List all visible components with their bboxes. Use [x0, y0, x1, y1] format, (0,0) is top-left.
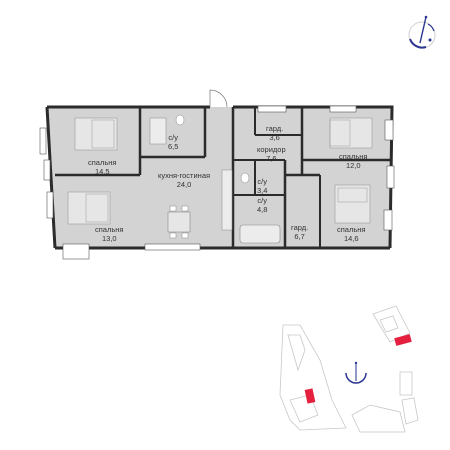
selected-building-marker [304, 388, 316, 404]
room-label-bedroom-3: спальня 12,0 [339, 152, 367, 170]
room-label-bedroom-4: спальня 14,6 [337, 225, 365, 243]
room-area: 14,6 [343, 234, 359, 243]
room-label-corridor: коридор 7,6 [257, 145, 286, 163]
room-name: спальня [95, 225, 124, 234]
room-label-wardrobe-2: гард. 6,7 [291, 223, 308, 241]
room-name: кухня-гостиная [158, 171, 211, 180]
room-label-bedroom-1: спальня 14,5 [88, 158, 116, 176]
room-area: 6,7 [294, 232, 305, 241]
floor-plan [39, 89, 395, 260]
room-name: гард. [266, 124, 284, 133]
room-label-bedroom-2: спальня 13,0 [95, 225, 123, 243]
room-label-wardrobe-1: гард. 3,6 [266, 124, 283, 142]
room-name: с/у [257, 196, 268, 205]
room-area: 3,4 [257, 186, 268, 195]
compass-icon [408, 15, 436, 49]
room-label-bath-2: с/у 3,4 [257, 177, 267, 195]
room-label-bath-1: с/у 6,5 [168, 133, 178, 151]
room-area: 7,6 [266, 154, 277, 163]
room-name: гард. [291, 223, 309, 232]
room-name: с/у [168, 133, 179, 142]
site-plan [279, 305, 419, 433]
room-area: 3,6 [269, 133, 280, 142]
room-area: 12,0 [345, 161, 361, 170]
room-label-kitchen: кухня-гостиная 24,0 [158, 171, 210, 189]
room-name: коридор [257, 145, 286, 154]
room-area: 6,5 [168, 142, 179, 151]
room-name: с/у [257, 177, 268, 186]
room-name: спальня [88, 158, 117, 167]
room-area: 24,0 [176, 180, 192, 189]
room-label-bath-3: с/у 4,8 [257, 196, 267, 214]
selected-section-marker [394, 334, 412, 346]
site-compass-icon [345, 361, 367, 384]
room-area: 4,8 [257, 205, 268, 214]
room-area: 14,5 [94, 167, 110, 176]
room-area: 13,0 [101, 234, 117, 243]
room-name: спальня [337, 225, 366, 234]
room-name: спальня [339, 152, 368, 161]
